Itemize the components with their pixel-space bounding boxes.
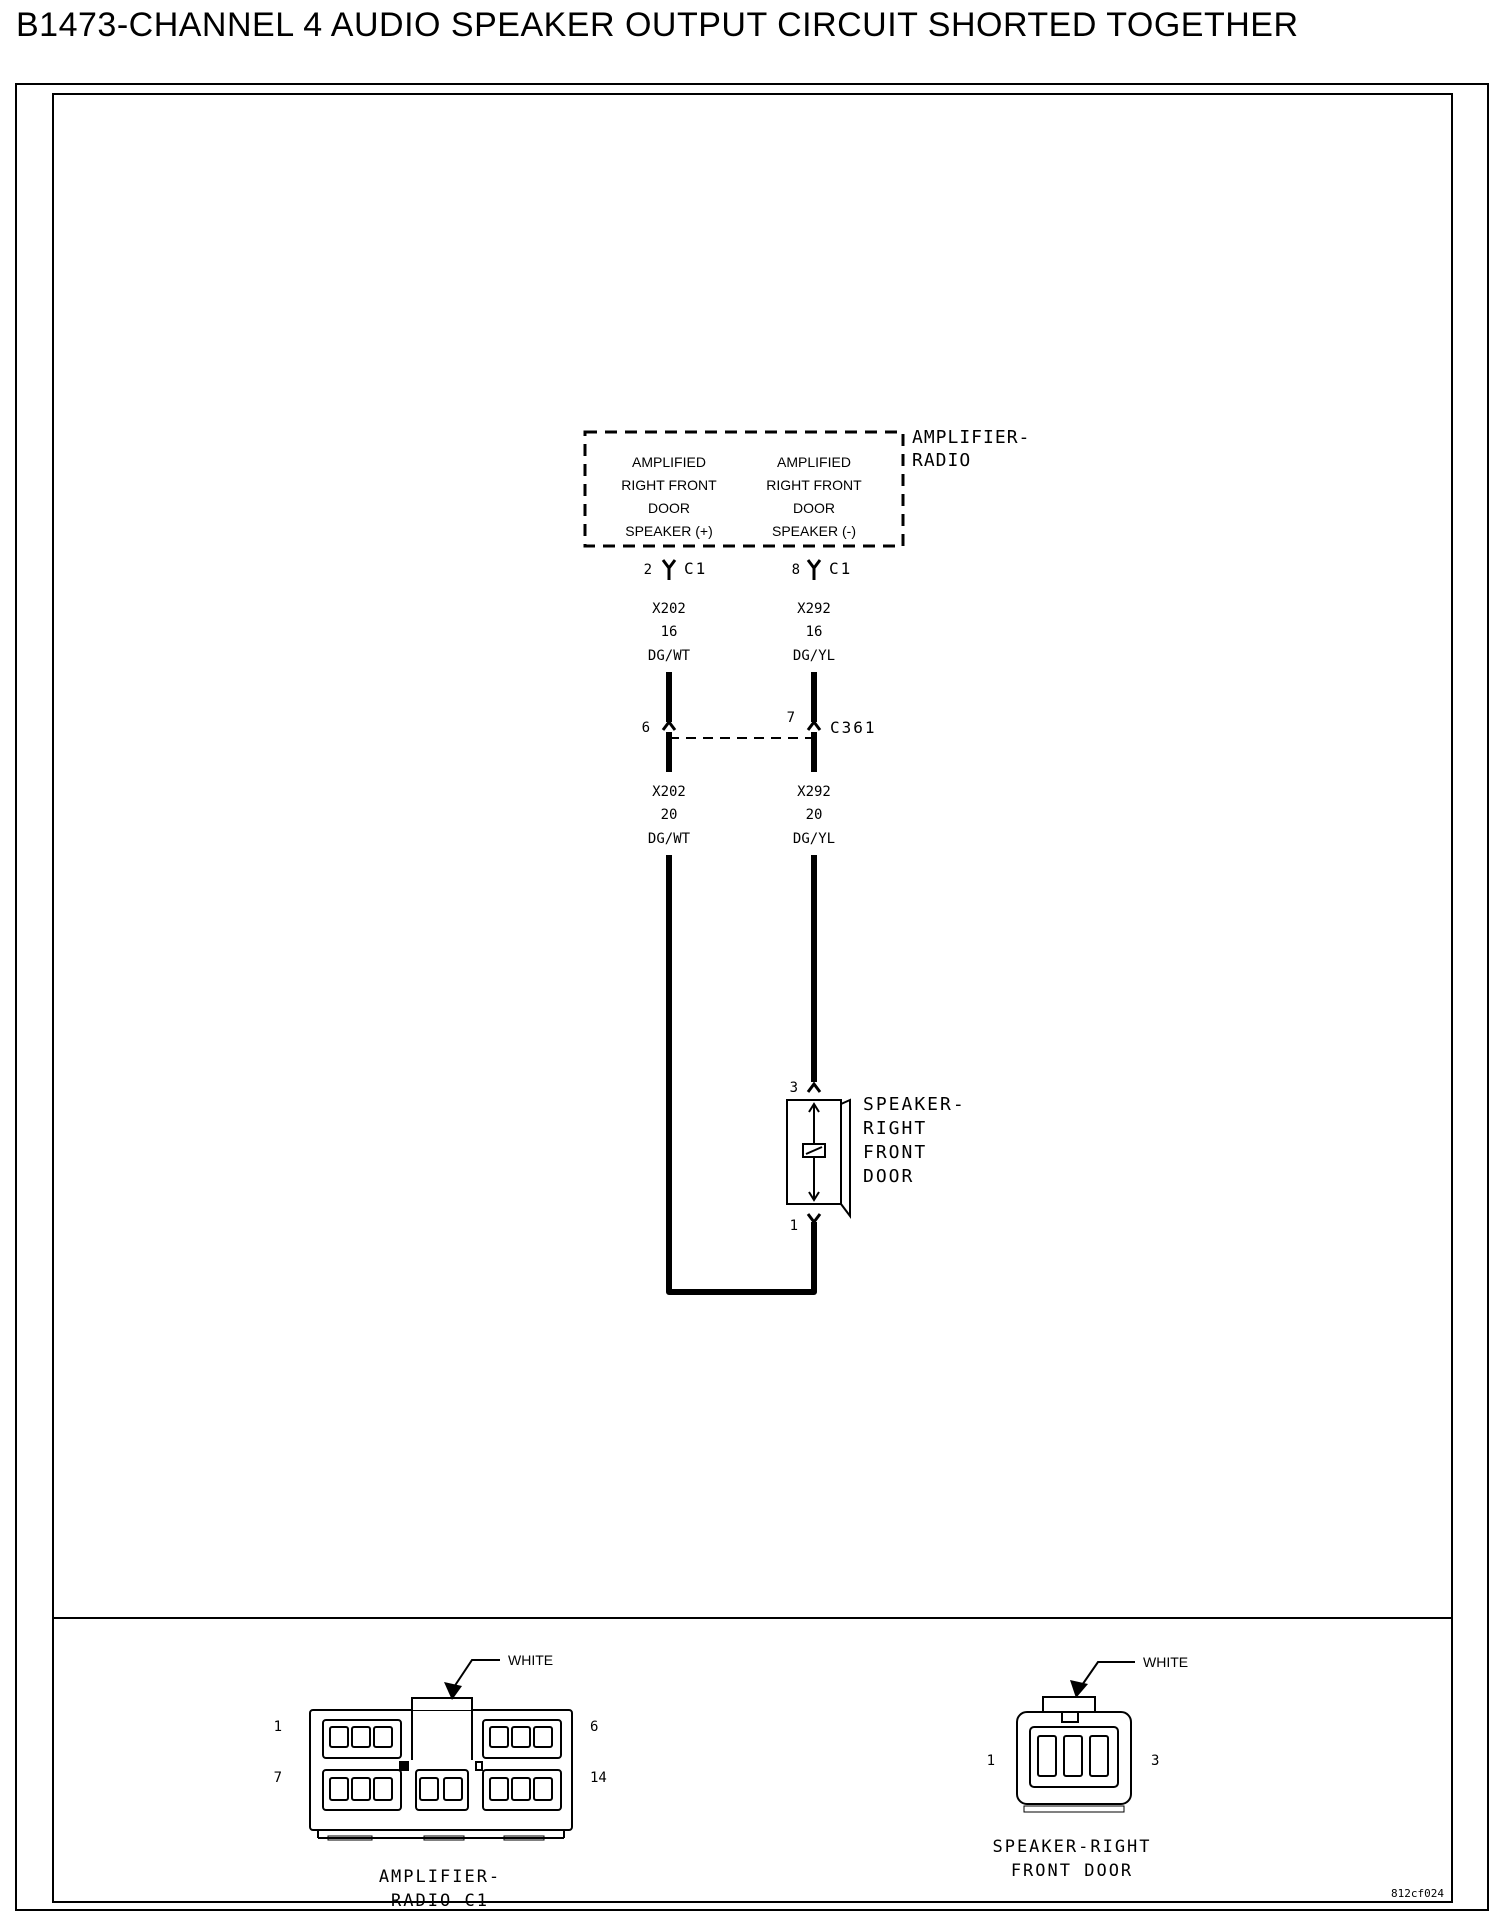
page-title: B1473-CHANNEL 4 AUDIO SPEAKER OUTPUT CIR… xyxy=(16,6,1299,44)
speaker-name-line3: FRONT xyxy=(863,1142,927,1163)
amp-connector-color-label: WHITE xyxy=(508,1652,553,1668)
amp-connector-pin-1: 1 xyxy=(274,1719,282,1735)
pin-desc-left-1: AMPLIFIED xyxy=(632,454,706,470)
wire-lower-left-gauge: 20 xyxy=(661,807,678,823)
pin-desc-left-4: SPEAKER (+) xyxy=(625,523,713,539)
wire-upper-right-color: DG/YL xyxy=(793,648,835,664)
wire-lower-right-circuit: X292 xyxy=(797,784,831,800)
pin-desc-right-3: DOOR xyxy=(793,500,835,516)
wire-upper-right-circuit: X292 xyxy=(797,601,831,617)
c361-terminal-left xyxy=(661,719,677,731)
spk-connector-caption-line1: SPEAKER-RIGHT xyxy=(992,1837,1151,1857)
wire-lower-left-circuit: X202 xyxy=(652,784,686,800)
wire-upper-left-color: DG/WT xyxy=(648,648,691,664)
wire-upper-left-circuit: X202 xyxy=(652,601,686,617)
wire-lower-left xyxy=(666,855,817,1295)
pin-desc-left-3: DOOR xyxy=(648,500,690,516)
outer-frame xyxy=(15,83,1489,1911)
amp-connector-pin-14: 14 xyxy=(590,1770,607,1786)
amp-connector-caption-line1: AMPLIFIER- xyxy=(379,1867,501,1887)
pin-desc-left-2: RIGHT FRONT xyxy=(621,477,717,493)
amp-connector-pin-6: 6 xyxy=(590,1719,598,1735)
c1-terminal-right xyxy=(806,559,822,580)
amplifier-radio-c1-connector-view xyxy=(309,1697,573,1841)
wire-lower-right-color: DG/YL xyxy=(793,831,835,847)
inner-frame xyxy=(52,93,1453,1903)
speaker-name-line1: SPEAKER- xyxy=(863,1094,966,1115)
c361-pin-right-number: 7 xyxy=(787,710,795,726)
wire-lower-right-gauge: 20 xyxy=(806,807,823,823)
pin-desc-right-2: RIGHT FRONT xyxy=(766,477,862,493)
speaker-name-line4: DOOR xyxy=(863,1166,914,1187)
amp-connector-color-leader xyxy=(451,1659,500,1691)
spk-connector-pin-3: 3 xyxy=(1151,1753,1159,1769)
amp-connector-caption-line2: RADIO C1 xyxy=(391,1891,489,1911)
speaker-pin-top-number: 3 xyxy=(790,1080,798,1096)
wire-upper-left-gauge: 16 xyxy=(661,624,678,640)
wire-upper-right-gauge: 16 xyxy=(806,624,823,640)
c1-connector-right-label: C1 xyxy=(829,559,852,578)
pin-desc-right-4: SPEAKER (-) xyxy=(772,523,856,539)
spk-connector-color-label: WHITE xyxy=(1143,1654,1188,1670)
spk-connector-caption-line2: FRONT DOOR xyxy=(1011,1861,1133,1881)
c361-connector-label: C361 xyxy=(830,718,877,737)
pin-desc-right-1: AMPLIFIED xyxy=(777,454,851,470)
c1-connector-left-label: C1 xyxy=(684,559,707,578)
speaker-right-front-door-symbol xyxy=(786,1081,851,1225)
amp-connector-color-arrow xyxy=(444,1682,462,1700)
amplifier-radio-module-box xyxy=(583,430,905,548)
module-pin-left-label: AMPLIFIED RIGHT FRONT DOOR SPEAKER (+) xyxy=(621,454,717,539)
c1-terminal-left xyxy=(661,559,677,580)
speaker-name-line2: RIGHT xyxy=(863,1118,927,1139)
speaker-connector-view xyxy=(1016,1696,1132,1813)
c361-terminal-right xyxy=(806,719,822,731)
figure-id: 812cf024 xyxy=(1391,1887,1444,1900)
speaker-pin-bottom-number: 1 xyxy=(790,1218,798,1234)
spk-connector-color-leader xyxy=(1079,1661,1135,1689)
module-name-line2: RADIO xyxy=(912,450,971,471)
c1-pin-left-number: 2 xyxy=(644,562,652,578)
amp-connector-pin-7: 7 xyxy=(274,1770,282,1786)
spk-connector-pin-1: 1 xyxy=(987,1753,995,1769)
module-name-line1: AMPLIFIER- xyxy=(912,427,1030,448)
spk-connector-color-arrow xyxy=(1070,1680,1088,1698)
module-pin-right-label: AMPLIFIED RIGHT FRONT DOOR SPEAKER (-) xyxy=(766,454,862,539)
c1-pin-right-number: 8 xyxy=(792,562,800,578)
c361-pin-left-number: 6 xyxy=(642,720,650,736)
wire-lower-left-color: DG/WT xyxy=(648,831,691,847)
